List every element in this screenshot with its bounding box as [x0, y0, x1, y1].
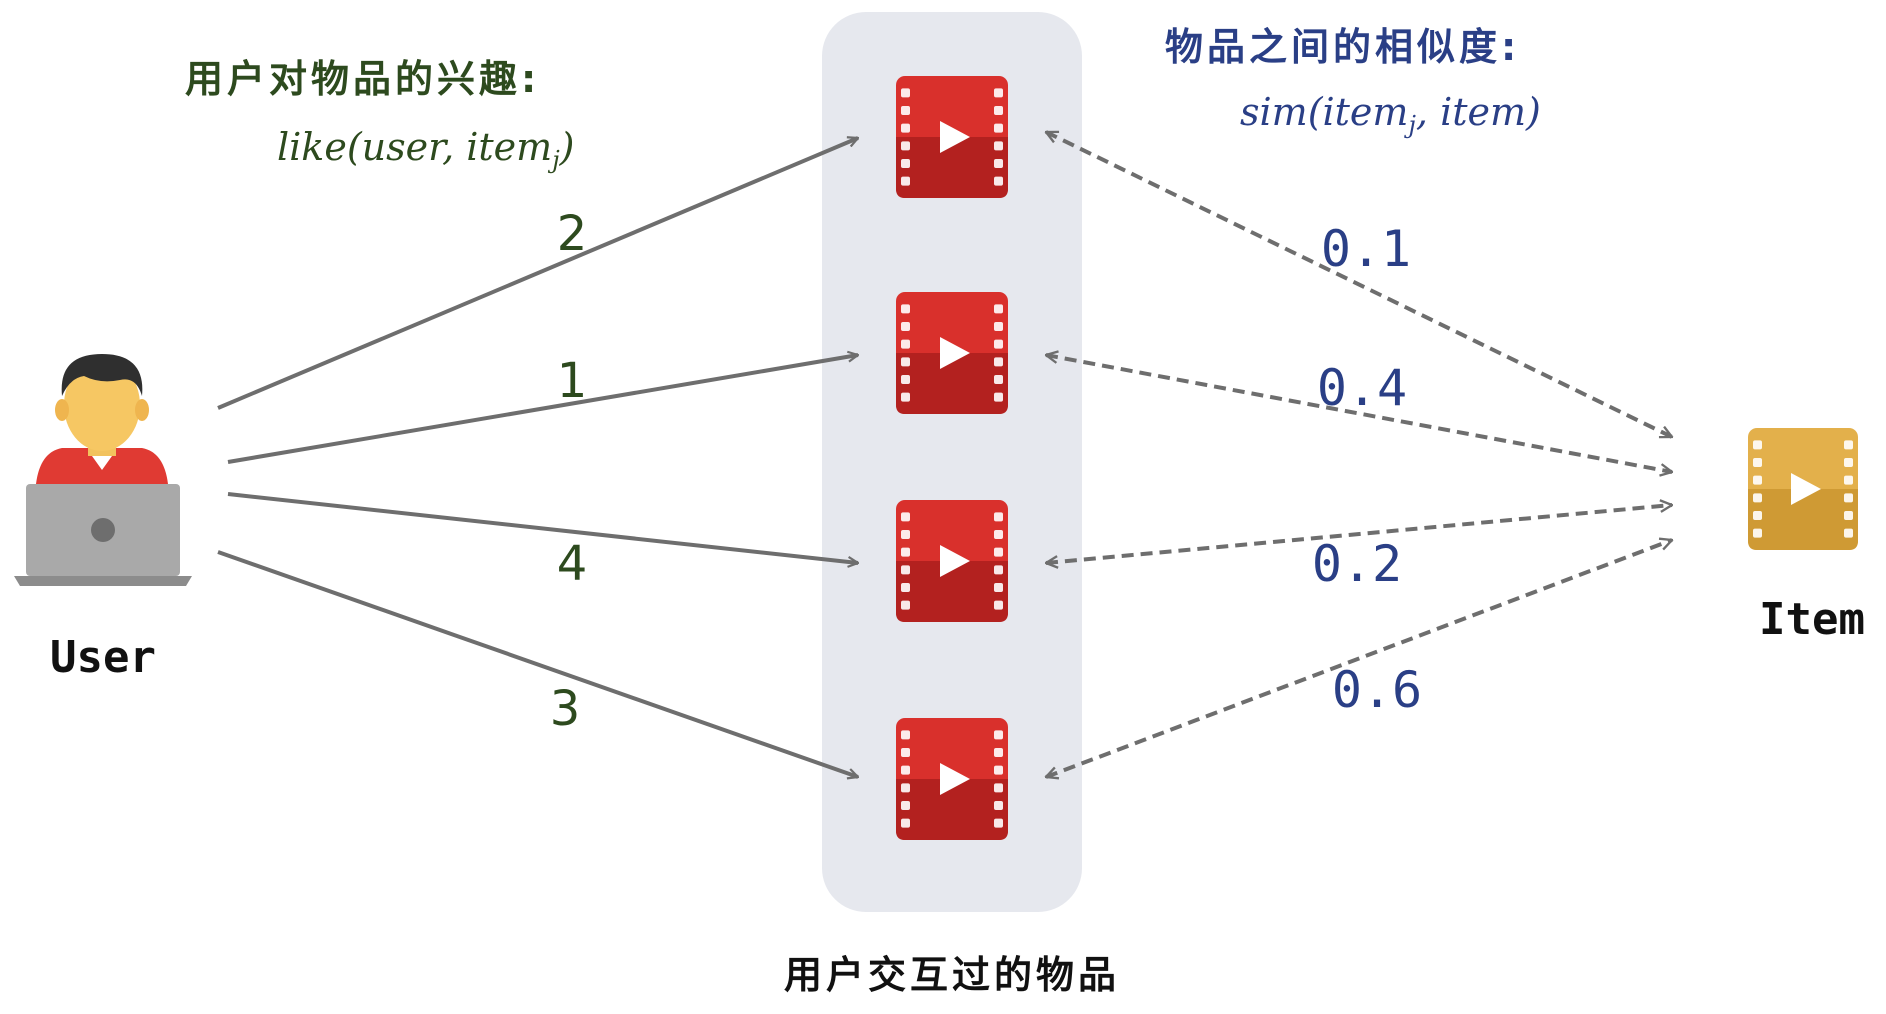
- item-similarity-title: 物品之间的相似度:: [1165, 25, 1520, 69]
- video-film-icon-1: [896, 76, 1008, 198]
- sim-formula-close: , item): [1416, 90, 1541, 134]
- sim-label-2: 0.4: [1317, 359, 1407, 417]
- interacted-items-label: 用户交互过的物品: [784, 953, 1120, 997]
- user-interest-title: 用户对物品的兴趣:: [185, 57, 540, 101]
- like-arrow-2: [227, 355, 858, 464]
- sim-label-4: 0.6: [1332, 661, 1422, 719]
- like-formula: like(user, itemj): [277, 125, 574, 174]
- like-label-3: 4: [557, 536, 588, 592]
- target-item-label: Item: [1759, 594, 1865, 645]
- video-film-icon-3: [896, 500, 1008, 622]
- like-arrow-4: [217, 550, 858, 777]
- user-at-laptop-icon: [14, 354, 192, 586]
- like-arrow-3: [227, 492, 858, 563]
- like-label-4: 3: [550, 681, 581, 737]
- interacted-items-panel: [822, 12, 1082, 912]
- gold-video-film-icon: [1748, 428, 1858, 550]
- sim-label-3: 0.2: [1312, 535, 1402, 593]
- like-label-1: 2: [557, 206, 588, 262]
- like-label-2: 1: [557, 353, 588, 409]
- user-label: User: [50, 632, 156, 683]
- video-film-icon-4: [896, 718, 1008, 840]
- like-formula-close: ): [559, 125, 575, 169]
- sim-arrow-4: [1046, 540, 1672, 777]
- sim-label-1: 0.1: [1321, 220, 1411, 278]
- like-arrow-1: [217, 136, 858, 410]
- like-formula-main: like(user, item: [277, 125, 552, 169]
- sim-formula-main: sim(item: [1240, 90, 1408, 134]
- sim-arrow-2: [1046, 355, 1672, 472]
- target-item-icon: [1748, 428, 1858, 550]
- video-film-icon-2: [896, 292, 1008, 414]
- sim-formula: sim(itemj, item): [1240, 90, 1541, 139]
